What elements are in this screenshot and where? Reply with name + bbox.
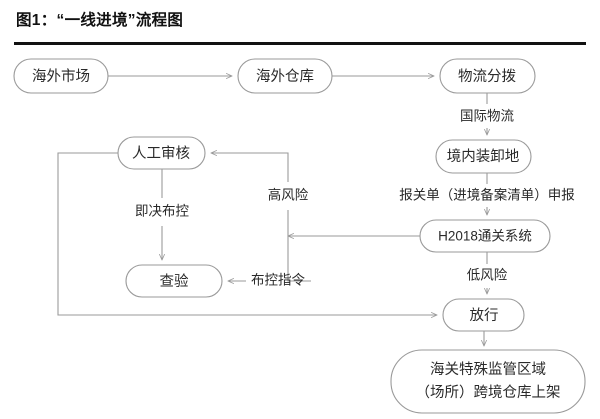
- edge-label-immediate-control: 即决布控: [135, 204, 189, 219]
- node-shape: [442, 298, 525, 332]
- node-shape: [435, 139, 532, 174]
- node-label-customs-special-zone-line2: （场所）跨境仓库上架: [416, 383, 561, 401]
- edge-label-high-risk: 高风险: [268, 187, 309, 203]
- node-label-inspection: 查验: [160, 273, 189, 290]
- node-label-overseas-market: 海外市场: [32, 68, 90, 85]
- title-divider: [14, 42, 586, 45]
- node-shape: [13, 58, 109, 94]
- node-shape: [390, 349, 586, 414]
- node-shape: [117, 136, 206, 170]
- node-release[interactable]: 放行: [442, 298, 525, 332]
- node-shape: [439, 58, 536, 94]
- node-domestic-unloading-site[interactable]: 境内装卸地: [435, 139, 532, 174]
- node-label-customs-special-zone-line1: 海关特殊监管区域: [430, 361, 546, 378]
- node-label-logistics-sorting: 物流分拨: [458, 68, 516, 85]
- node-label-domestic-unloading-site: 境内装卸地: [447, 147, 520, 165]
- node-label-overseas-warehouse: 海外仓库: [256, 68, 314, 85]
- node-overseas-market[interactable]: 海外市场: [13, 58, 109, 94]
- node-logistics-sorting[interactable]: 物流分拨: [439, 58, 536, 94]
- page-title: 图1：“一线进境”流程图: [16, 12, 184, 29]
- edge-label-low-risk: 低风险: [467, 268, 508, 283]
- node-shape: [419, 219, 551, 253]
- node-h2018-customs-system[interactable]: H2018通关系统: [419, 219, 551, 253]
- node-shape: [125, 264, 223, 298]
- edge-label-layer: 国际物流 报关单（进境备案清单）申报 低风险 高风险 即决布控 布控指令: [135, 109, 575, 288]
- node-inspection[interactable]: 查验: [125, 264, 223, 298]
- node-label-manual-review: 人工审核: [132, 145, 190, 162]
- node-label-release: 放行: [470, 307, 499, 324]
- edge-control-order-vertical: [287, 236, 311, 282]
- edge-label-declaration: 报关单（进境备案清单）申报: [399, 187, 575, 203]
- edge-label-control-order: 布控指令: [251, 273, 305, 288]
- node-shape: [237, 58, 333, 94]
- node-overseas-warehouse[interactable]: 海外仓库: [237, 58, 333, 94]
- edge-h2018-to-manual-review: [211, 153, 289, 182]
- node-label-h2018-customs-system: H2018通关系统: [438, 229, 532, 244]
- edge-review-to-release: [57, 152, 437, 315]
- node-customs-special-zone[interactable]: 海关特殊监管区域 （场所）跨境仓库上架: [390, 349, 586, 414]
- edge-layer: [57, 76, 487, 346]
- node-manual-review[interactable]: 人工审核: [117, 136, 206, 170]
- edge-label-international-logistics: 国际物流: [460, 109, 514, 124]
